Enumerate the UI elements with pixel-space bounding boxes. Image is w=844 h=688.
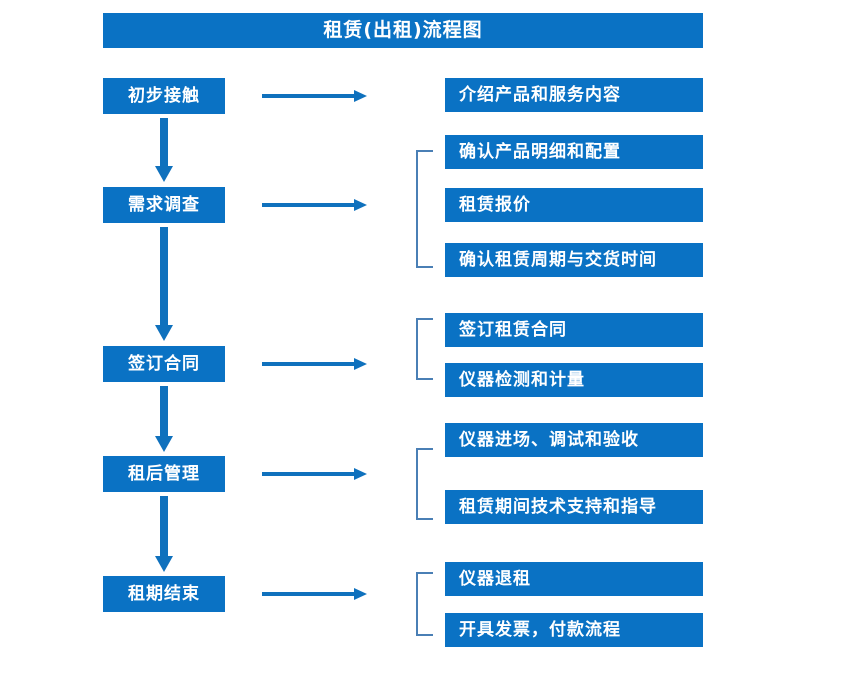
right-arrow-icon-2 [262, 198, 367, 212]
right-arrow-icon-4 [262, 467, 367, 481]
group-bracket-icon-1 [416, 150, 433, 268]
detail-box-5[interactable]: 签订租赁合同 [445, 313, 703, 347]
detail-box-7[interactable]: 仪器进场、调试和验收 [445, 423, 703, 457]
detail-box-1[interactable]: 介绍产品和服务内容 [445, 78, 703, 112]
detail-box-6[interactable]: 仪器检测和计量 [445, 363, 703, 397]
group-bracket-icon-2 [416, 318, 433, 380]
group-bracket-icon-4 [416, 572, 433, 636]
diagram-title: 租赁(出租)流程图 [103, 13, 703, 48]
group-bracket-icon-3 [416, 448, 433, 520]
down-arrow-icon-1 [153, 118, 175, 184]
right-arrow-icon-1 [262, 89, 367, 103]
down-arrow-icon-2 [153, 227, 175, 343]
right-arrow-icon-5 [262, 587, 367, 601]
stage-box-2[interactable]: 需求调查 [103, 187, 225, 223]
right-arrow-icon-3 [262, 357, 367, 371]
detail-box-4[interactable]: 确认租赁周期与交货时间 [445, 243, 703, 277]
detail-box-9[interactable]: 仪器退租 [445, 562, 703, 596]
stage-box-4[interactable]: 租后管理 [103, 456, 225, 492]
detail-box-3[interactable]: 租赁报价 [445, 188, 703, 222]
detail-box-8[interactable]: 租赁期间技术支持和指导 [445, 490, 703, 524]
stage-box-1[interactable]: 初步接触 [103, 78, 225, 114]
down-arrow-icon-4 [153, 496, 175, 574]
detail-box-10[interactable]: 开具发票，付款流程 [445, 613, 703, 647]
stage-box-5[interactable]: 租期结束 [103, 576, 225, 612]
stage-box-3[interactable]: 签订合同 [103, 346, 225, 382]
detail-box-2[interactable]: 确认产品明细和配置 [445, 135, 703, 169]
down-arrow-icon-3 [153, 386, 175, 454]
